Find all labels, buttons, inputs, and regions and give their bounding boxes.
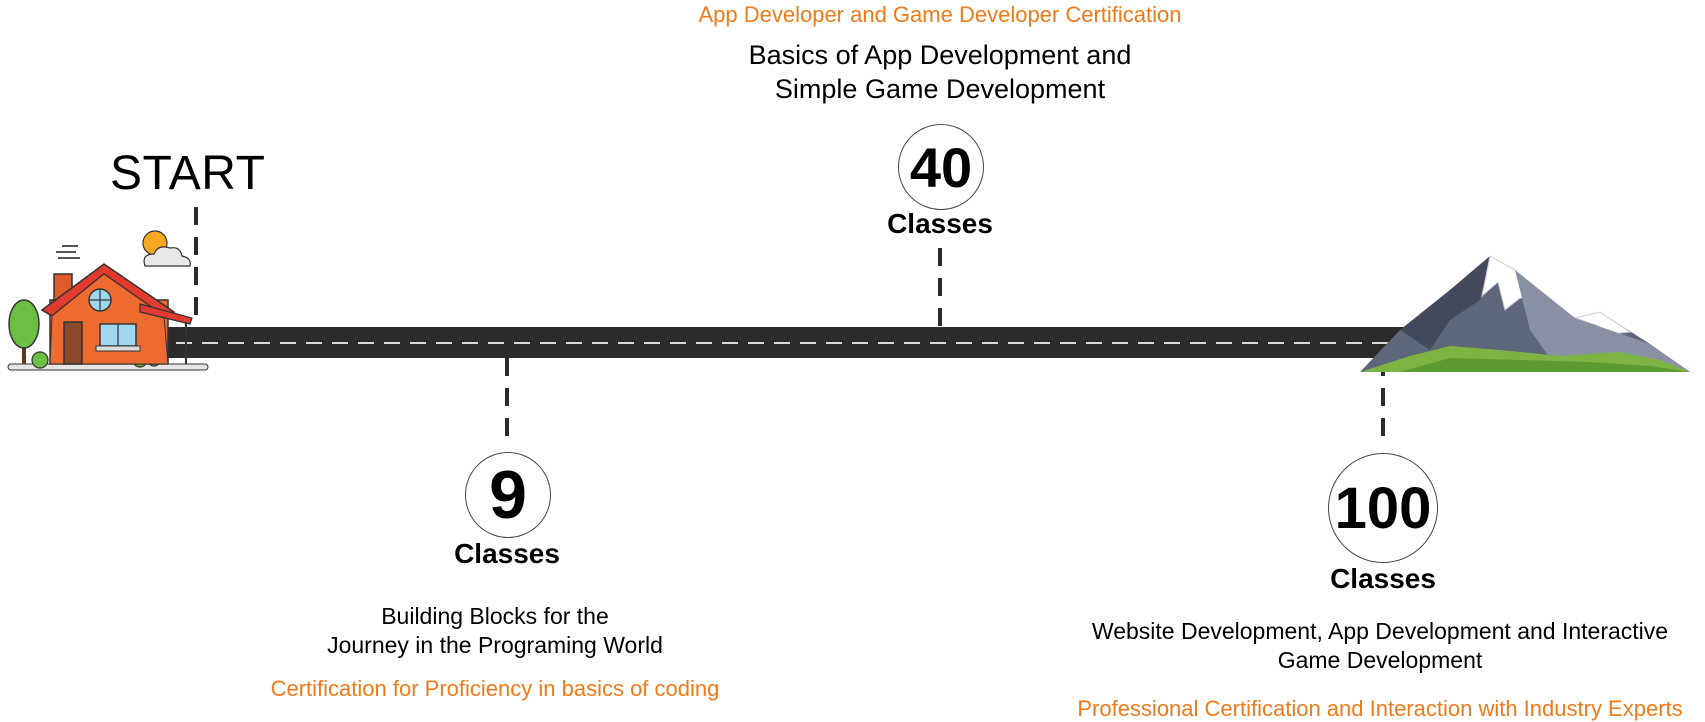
house-icon — [7, 245, 209, 371]
description-100: Website Development, App Development and… — [1055, 617, 1705, 675]
sun-cloud-icon — [142, 230, 191, 267]
description-100-line2: Game Development — [1277, 647, 1483, 673]
certification-40: App Developer and Game Developer Certifi… — [698, 2, 1182, 27]
start-label: START — [110, 147, 266, 200]
description-40-line1: Basics of App Development and — [748, 40, 1132, 70]
classes-label-9: Classes — [454, 538, 560, 569]
certification-9: Certification for Proficiency in basics … — [270, 676, 720, 701]
milestone-100-circle: 100 — [1328, 453, 1438, 563]
classes-label-40: Classes — [887, 208, 993, 239]
description-9-line2: Journey in the Programing World — [327, 632, 663, 658]
milestone-40-number: 40 — [909, 135, 973, 199]
description-9-line1: Building Blocks for the — [381, 603, 609, 629]
milestone-9-number: 9 — [489, 457, 527, 533]
classes-label-100: Classes — [1330, 563, 1436, 594]
description-100-line1: Website Development, App Development and… — [1091, 618, 1669, 644]
description-40: Basics of App Development and Simple Gam… — [640, 38, 1240, 106]
milestone-100-number: 100 — [1334, 475, 1432, 541]
mountain-icon — [1360, 255, 1690, 372]
certification-100: Professional Certification and Interacti… — [1077, 696, 1683, 721]
milestone-9-circle: 9 — [465, 452, 551, 538]
milestone-40-circle: 40 — [898, 124, 984, 210]
description-40-line2: Simple Game Development — [774, 74, 1106, 104]
description-9: Building Blocks for the Journey in the P… — [250, 602, 740, 660]
